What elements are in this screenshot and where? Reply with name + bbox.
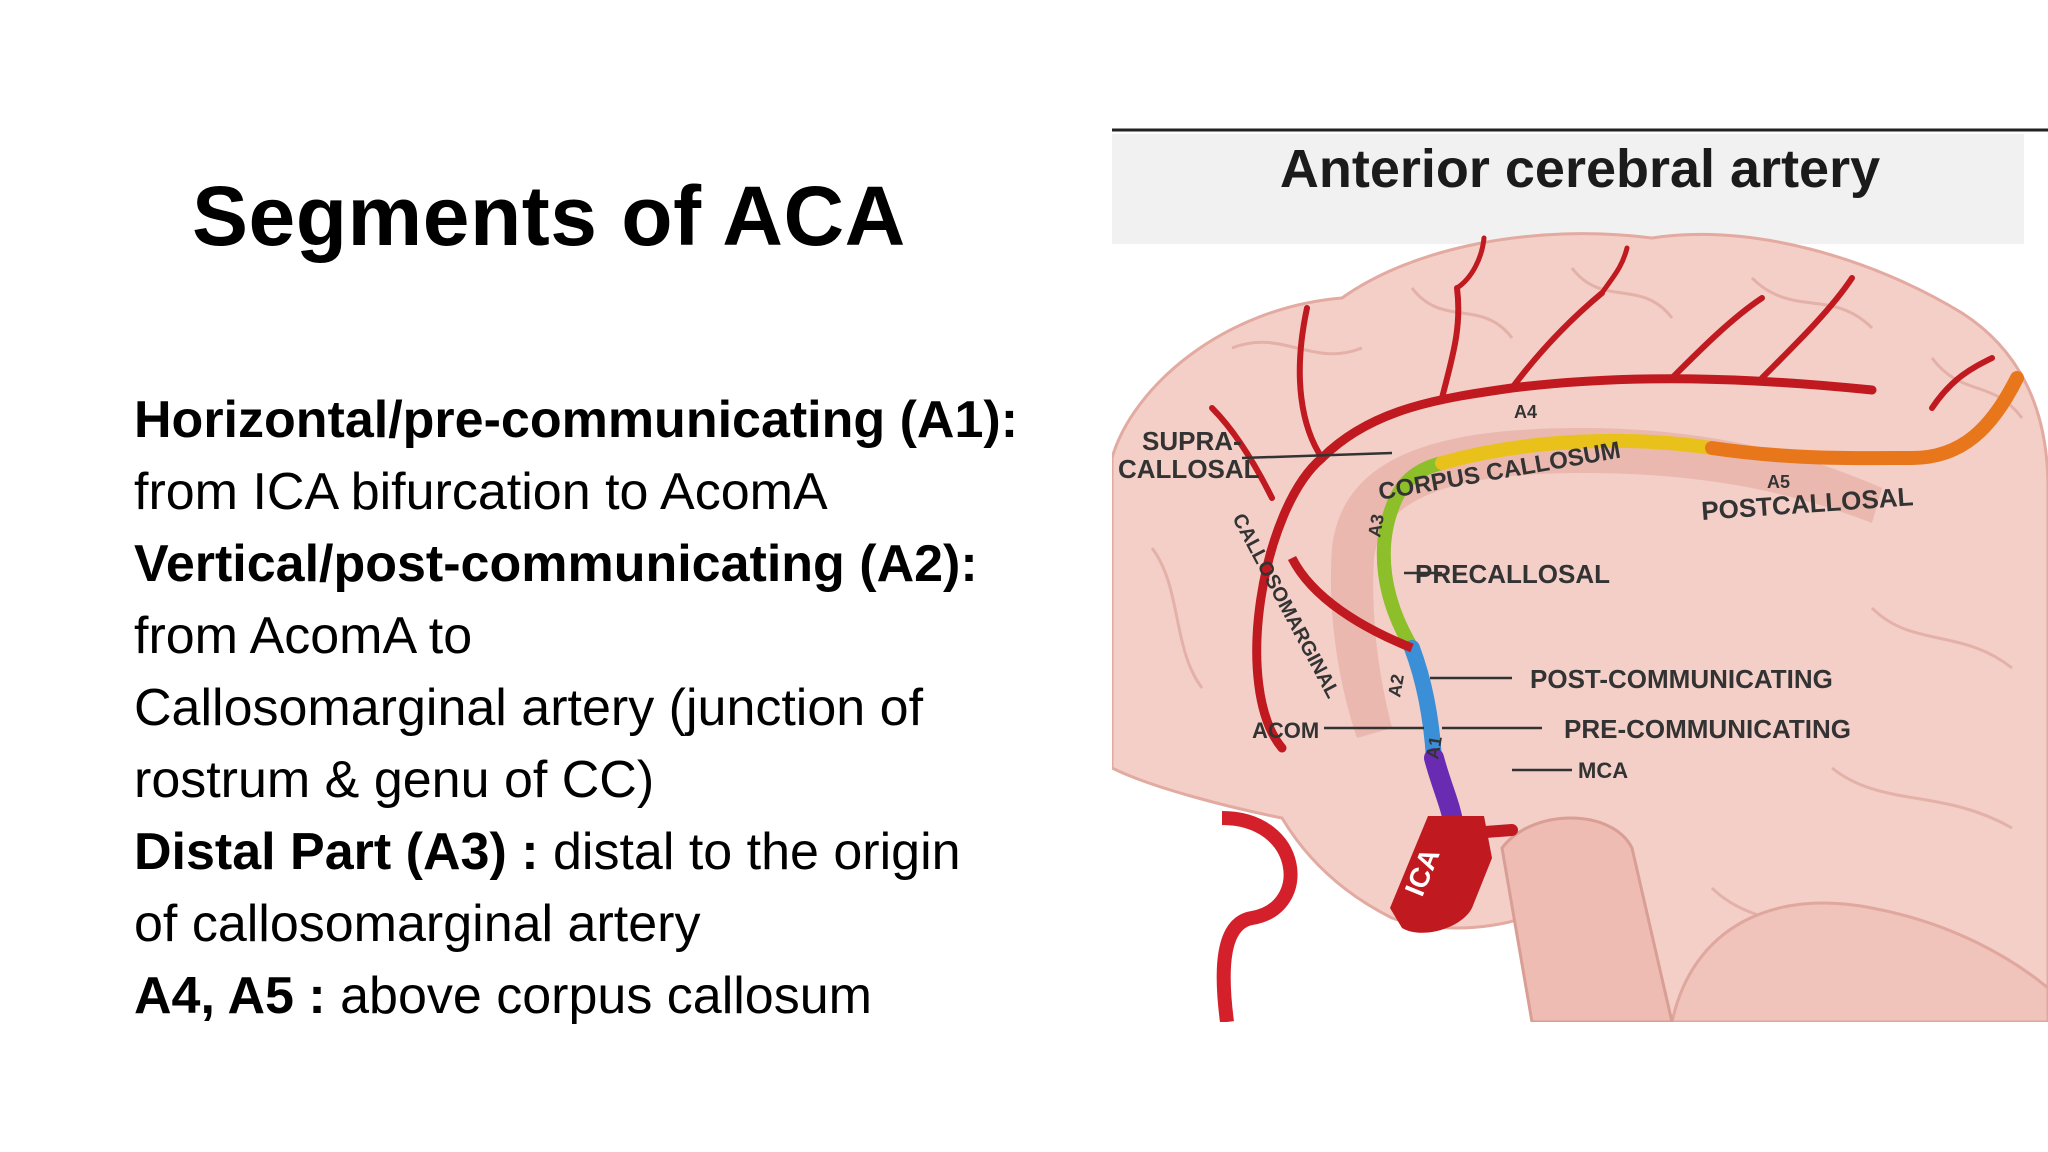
figure-title: Anterior cerebral artery bbox=[1279, 139, 1881, 199]
cerebellum-shape bbox=[1670, 901, 2048, 1022]
artery-branches bbox=[1209, 235, 1995, 753]
label-supra: SUPRA- bbox=[1142, 426, 1242, 456]
body-text: Horizontal/pre-communicating (A1): from … bbox=[134, 384, 1094, 1032]
text-line-1: Horizontal/pre-communicating (A1): bbox=[134, 391, 1019, 449]
ica-vessel bbox=[1390, 816, 1492, 933]
decorative-swirl bbox=[1216, 811, 1298, 1022]
text-line-7: Distal Part (A3) : distal to the origin bbox=[134, 823, 961, 881]
label-post-communicating: POST-COMMUNICATING bbox=[1530, 664, 1833, 694]
label-a2: A2 bbox=[1384, 673, 1408, 699]
brainstem-shape bbox=[1500, 816, 1674, 1022]
label-a1: A1 bbox=[1422, 735, 1446, 761]
aca-diagram: SUPRA- CALLOSAL A4 A5 A3 A2 A1 CORPUS CA… bbox=[1112, 128, 2048, 1022]
title-band bbox=[1112, 134, 2024, 244]
a3-segment bbox=[1376, 456, 1449, 655]
pointer-lines bbox=[1241, 451, 1572, 772]
a4-segment bbox=[1435, 433, 1719, 470]
label-a4: A4 bbox=[1514, 402, 1537, 422]
gyri-lines bbox=[1150, 267, 2024, 960]
label-a3: A3 bbox=[1364, 513, 1388, 539]
text-line-2: from ICA bifurcation to AcomA bbox=[134, 463, 828, 521]
text-line-4: from AcomA to bbox=[134, 607, 473, 665]
text-line-6: rostrum & genu of CC) bbox=[134, 751, 655, 809]
label-mca: MCA bbox=[1578, 758, 1628, 783]
label-acom: ACOM bbox=[1252, 718, 1319, 743]
text-line-3: Vertical/post-communicating (A2): bbox=[134, 535, 978, 593]
label-precallosal: PRECALLOSAL bbox=[1415, 559, 1610, 589]
slide-title: Segments of ACA bbox=[192, 169, 906, 263]
text-line-9: A4, A5 : above corpus callosum bbox=[134, 967, 872, 1025]
text-line-5: Callosomarginal artery (junction of bbox=[134, 679, 924, 737]
a5-segment bbox=[1705, 371, 2024, 466]
corpus-callosum-shape bbox=[1330, 428, 1882, 738]
aca-illustration: SUPRA- CALLOSAL A4 A5 A3 A2 A1 CORPUS CA… bbox=[1112, 128, 2048, 1022]
text-line-8: of callosomarginal artery bbox=[134, 895, 701, 953]
mca-vessel bbox=[1466, 824, 1518, 839]
label-callosal: CALLOSAL bbox=[1118, 454, 1260, 484]
callosomarginal-vessel bbox=[1287, 555, 1414, 653]
label-a5: A5 bbox=[1767, 472, 1790, 492]
brain-shape bbox=[1112, 232, 2048, 1022]
label-pre-communicating: PRE-COMMUNICATING bbox=[1564, 714, 1851, 744]
